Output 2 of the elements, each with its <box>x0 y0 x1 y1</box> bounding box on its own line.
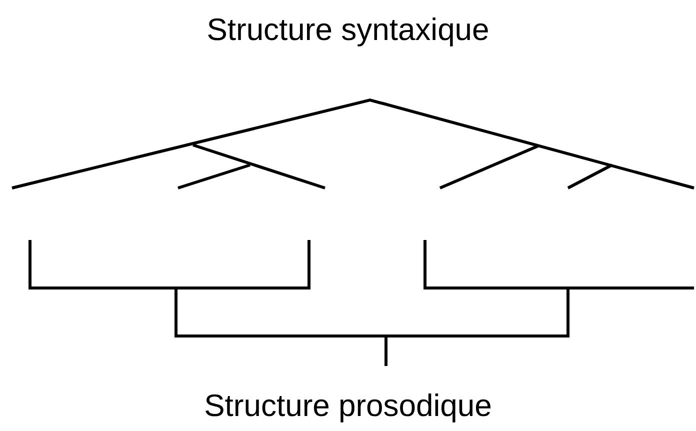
heading: Structure syntaxique <box>206 12 490 48</box>
caption-text: Structure prosodique <box>204 388 492 424</box>
